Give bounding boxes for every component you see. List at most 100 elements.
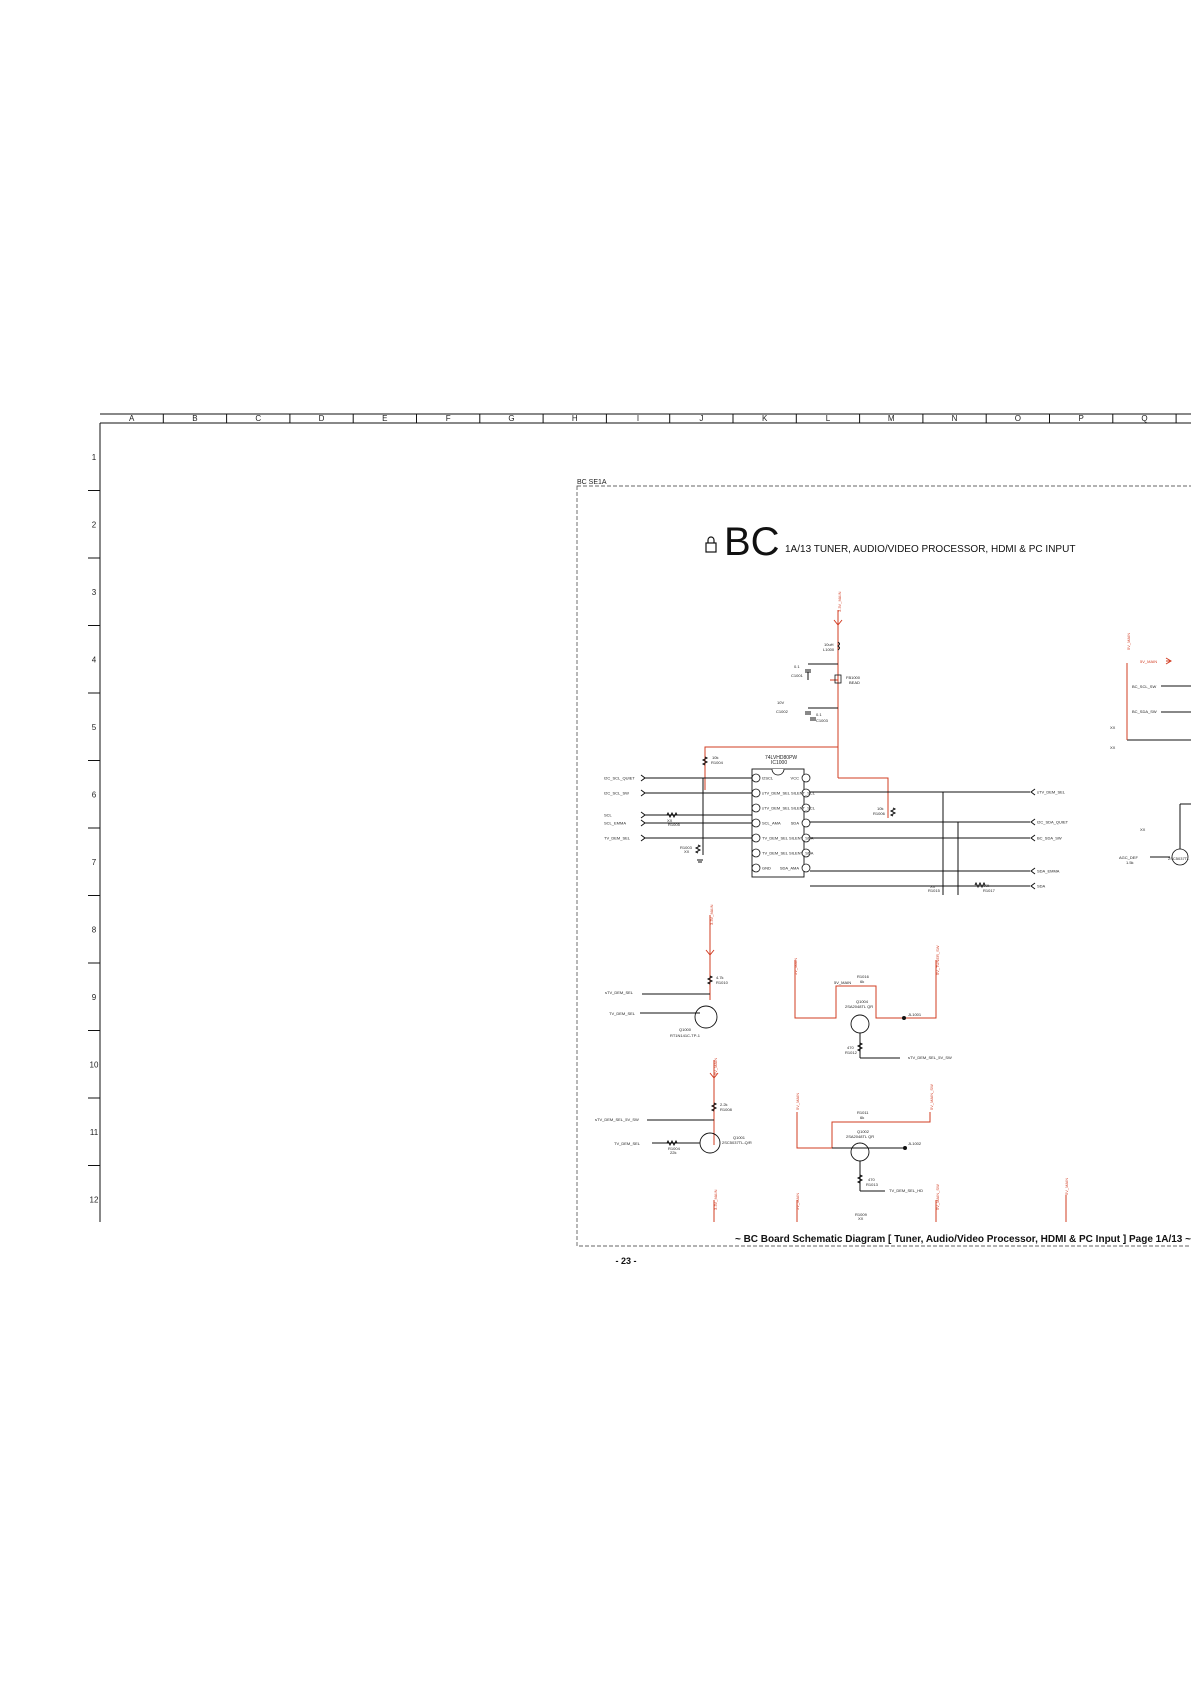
row-label-2: 2 — [92, 520, 97, 529]
svg-text:BC_SDA_SW: BC_SDA_SW — [1132, 709, 1157, 714]
svg-text:R1003: R1003 — [680, 845, 693, 850]
svg-text:10uH: 10uH — [824, 642, 834, 647]
svg-text:22k: 22k — [670, 1150, 676, 1155]
svg-text:5V_MAIN_SW: 5V_MAIN_SW — [935, 1184, 940, 1210]
capacitor-C1001 — [805, 669, 811, 680]
svg-text:R1017: R1017 — [983, 888, 996, 893]
svg-text:R1009: R1009 — [855, 1212, 868, 1217]
svg-text:R1015: R1015 — [928, 888, 941, 893]
svg-text:C1001: C1001 — [791, 673, 804, 678]
svg-text:BEAD: BEAD — [849, 680, 860, 685]
ic-pin-label-left: GND — [762, 866, 771, 871]
resistor-R1003 — [694, 844, 702, 854]
svg-text:5V_TUNER_SW: 5V_TUNER_SW — [935, 945, 940, 975]
column-label-q: Q — [1141, 414, 1147, 423]
svg-text:470: 470 — [868, 1177, 875, 1182]
net-label-left: I2C_SCL_QUIET — [604, 776, 635, 781]
svg-text:Q1004: Q1004 — [856, 999, 869, 1004]
resistor-R1010 — [706, 975, 714, 985]
svg-text:XX: XX — [858, 1216, 864, 1221]
ic-pin-left — [751, 803, 761, 813]
svg-text:5V_MAIN: 5V_MAIN — [1064, 1178, 1069, 1195]
column-label-j: J — [699, 414, 703, 423]
rail-q1004 — [794, 960, 937, 1019]
ic-pin-right — [801, 818, 811, 828]
ic-pin-left — [751, 848, 761, 858]
svg-text:10V: 10V — [777, 700, 784, 705]
svg-text:R1004: R1004 — [668, 1146, 681, 1151]
ic-pin-label-right: SDA_AMA — [780, 866, 799, 871]
column-label-i: I — [637, 414, 639, 423]
transistor-Q1004 — [850, 1014, 870, 1034]
ic-pin-label-left: TV_DEM_SEL SILENT_SDA — [762, 851, 814, 856]
svg-text:XX: XX — [984, 883, 990, 888]
svg-text:2SC5037TL-Q/R: 2SC5037TL-Q/R — [722, 1140, 752, 1145]
resistor-R1017 — [974, 881, 986, 889]
svg-text:R1004: R1004 — [711, 760, 724, 765]
svg-text:sTV_DEM_SEL_5V_SW: sTV_DEM_SEL_5V_SW — [908, 1055, 952, 1060]
ic-pin-label-left: TV_DEM_SEL SILENT_SDA — [762, 836, 814, 841]
ic-ref: IC1000 — [771, 760, 787, 766]
svg-text:XX: XX — [684, 849, 690, 854]
svg-text:2SA2048TL QR: 2SA2048TL QR — [846, 1134, 874, 1139]
row-label-7: 7 — [92, 858, 97, 867]
ic-notch — [771, 768, 785, 776]
svg-text:L1000: L1000 — [823, 647, 835, 652]
column-label-g: G — [508, 414, 514, 423]
svg-text:Q1002: Q1002 — [857, 1129, 870, 1134]
column-label-m: M — [888, 414, 895, 423]
column-label-n: N — [952, 414, 958, 423]
svg-text:4.7k: 4.7k — [716, 975, 724, 980]
ic-pin-right — [801, 803, 811, 813]
row-label-5: 5 — [92, 723, 97, 732]
transistor-Q1001 — [699, 1132, 721, 1154]
capacitor-C1003 — [810, 717, 816, 721]
svg-text:XX: XX — [1110, 745, 1116, 750]
transistor-Q1000 — [694, 1005, 718, 1029]
svg-text:1.5k: 1.5k — [1126, 860, 1134, 865]
net-label-right: I2C_SDA_QUIET — [1037, 820, 1069, 825]
resistor-R1005 — [666, 811, 678, 819]
net-label-right: SDA_EMMA — [1037, 869, 1060, 874]
svg-text:5V_MAIN: 5V_MAIN — [834, 980, 851, 985]
board-title: BC — [724, 520, 780, 564]
power-rail-branch — [830, 647, 839, 681]
row-label-1: 1 — [92, 453, 97, 462]
row-label-6: 6 — [92, 790, 97, 799]
svg-text:5V_MAIN: 5V_MAIN — [1126, 633, 1131, 650]
page-number: - 23 - — [615, 1256, 636, 1266]
column-label-b: B — [192, 414, 197, 423]
column-label-e: E — [382, 414, 387, 423]
svg-text:XX: XX — [1140, 827, 1146, 832]
ic-pin-label-left: sTV_DEM_SEL SILENT_SCL — [762, 791, 816, 796]
svg-text:R1010: R1010 — [716, 980, 729, 985]
svg-text:2SA2048TL QR: 2SA2048TL QR — [845, 1004, 873, 1009]
svg-text:5V_MAIN_SW: 5V_MAIN_SW — [929, 1084, 934, 1110]
row-label-3: 3 — [92, 588, 97, 597]
ic-pin-right — [801, 773, 811, 783]
svg-text:BC_SCL_SW: BC_SCL_SW — [1132, 684, 1156, 689]
svg-text:sTV_DEM_SEL_5V_SW: sTV_DEM_SEL_5V_SW — [595, 1117, 639, 1122]
ic-pin-right — [801, 788, 811, 798]
svg-text:JL1002: JL1002 — [908, 1141, 922, 1146]
ic-part: 74LVHD80PW — [765, 755, 797, 761]
svg-text:10k: 10k — [712, 755, 718, 760]
net-5v-main: 5V_MAIN — [1140, 659, 1157, 664]
ic-pin-label-left: SCL_AMA — [762, 821, 781, 826]
svg-text:0.1: 0.1 — [816, 712, 822, 717]
resistor-R1012 — [856, 1042, 864, 1052]
column-label-d: D — [319, 414, 325, 423]
column-label-l: L — [826, 414, 831, 423]
row-label-12: 12 — [90, 1195, 99, 1204]
pullup-rail — [704, 746, 838, 790]
capacitor-C1002 — [805, 711, 811, 715]
resistor-R1006 — [889, 807, 897, 817]
power-label-1: 3.3V_MAIN — [837, 591, 842, 612]
row-label-10: 10 — [90, 1060, 99, 1069]
net-label-left: SCL_EMMA — [604, 821, 626, 826]
jumper-JL1002 — [903, 1146, 907, 1150]
